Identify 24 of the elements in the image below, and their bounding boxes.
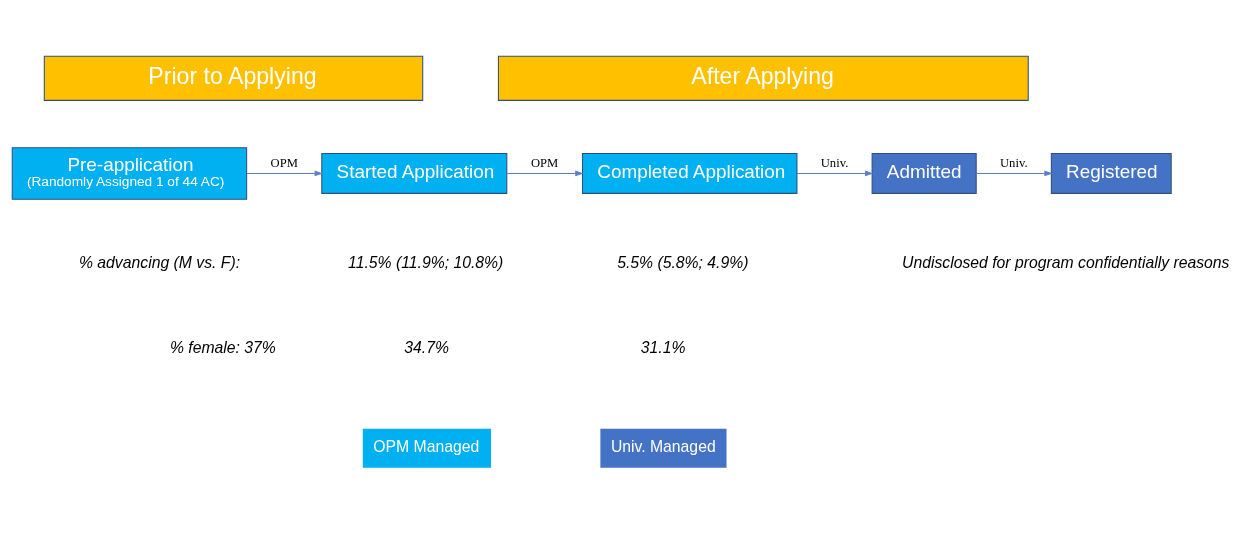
arrow xyxy=(796,169,874,176)
node-box: Registered xyxy=(1050,152,1172,194)
node-box: Completed Application xyxy=(582,152,798,194)
node-box: Pre-application (Randomly Assigned 1 of 44 AC) xyxy=(11,146,248,200)
node-box: Admitted xyxy=(871,152,977,194)
arrow xyxy=(246,169,323,176)
node-box: Started Application xyxy=(321,152,508,194)
label: % female: 37% xyxy=(169,338,276,356)
label: 34.7% xyxy=(404,338,449,356)
label: 11.5% (11.9%; 10.8%) xyxy=(348,253,504,271)
arrow xyxy=(975,169,1053,176)
edge-label: OPM xyxy=(530,155,559,170)
label: 31.1% xyxy=(640,338,686,356)
node-box: Prior to Applying xyxy=(43,55,424,101)
legend-label: OPM Managed xyxy=(373,437,480,455)
edge-label: Univ. xyxy=(999,155,1028,170)
arrow xyxy=(506,169,584,176)
legend-label: Univ. Managed xyxy=(610,437,716,455)
label: 5.5% (5.8%; 4.9%) xyxy=(617,253,749,271)
edge-label: OPM xyxy=(270,155,298,170)
edge-label: Univ. xyxy=(820,155,849,170)
label: % advancing (M vs. F): xyxy=(78,253,241,271)
node-box: After Applying xyxy=(497,55,1029,101)
label: Undisclosed for program confidentially reasons xyxy=(902,253,1230,271)
